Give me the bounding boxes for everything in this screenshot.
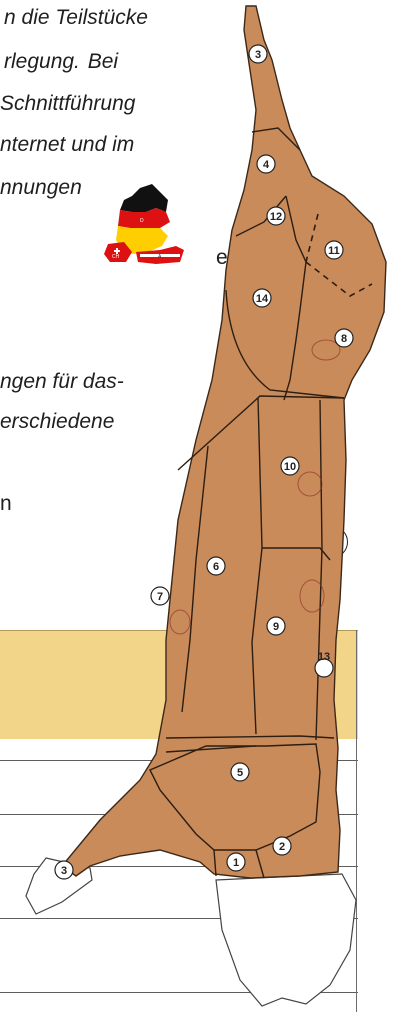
cut-marker-3-top: 3 bbox=[249, 45, 267, 63]
svg-text:8: 8 bbox=[341, 333, 347, 345]
cut-marker-8: 8 bbox=[335, 329, 353, 347]
svg-text:14: 14 bbox=[256, 293, 269, 305]
svg-text:10: 10 bbox=[284, 461, 296, 473]
cut-marker-12: 12 bbox=[267, 207, 285, 225]
cut-marker-6: 6 bbox=[207, 557, 225, 575]
cut-marker-11: 11 bbox=[325, 241, 343, 259]
svg-text:1: 1 bbox=[233, 857, 239, 869]
cut-marker-7: 7 bbox=[151, 587, 169, 605]
svg-text:9: 9 bbox=[273, 621, 279, 633]
cut-marker-9: 9 bbox=[267, 617, 285, 635]
svg-text:13: 13 bbox=[318, 651, 330, 663]
svg-text:3: 3 bbox=[61, 865, 67, 877]
svg-text:11: 11 bbox=[328, 245, 340, 257]
svg-text:3: 3 bbox=[255, 49, 261, 61]
svg-text:12: 12 bbox=[270, 211, 282, 223]
svg-text:4: 4 bbox=[263, 159, 270, 171]
cut-marker-4: 4 bbox=[257, 155, 275, 173]
svg-text:6: 6 bbox=[213, 561, 219, 573]
cut-marker-14: 14 bbox=[253, 289, 271, 307]
cut-marker-2: 2 bbox=[273, 837, 291, 855]
svg-text:7: 7 bbox=[157, 591, 163, 603]
cut-marker-10: 10 bbox=[281, 457, 299, 475]
carcass-outline bbox=[62, 6, 386, 878]
flag-label-ch: CH bbox=[112, 254, 120, 260]
cut-marker-3-bottom: 3 bbox=[55, 861, 73, 879]
flag-label-d: D bbox=[140, 218, 144, 224]
germany-austria-map-icon: D A CH bbox=[104, 184, 184, 264]
svg-text:2: 2 bbox=[279, 841, 285, 853]
cut-marker-1: 1 bbox=[227, 853, 245, 871]
cut-marker-5: 5 bbox=[231, 763, 249, 781]
svg-text:5: 5 bbox=[237, 767, 243, 779]
